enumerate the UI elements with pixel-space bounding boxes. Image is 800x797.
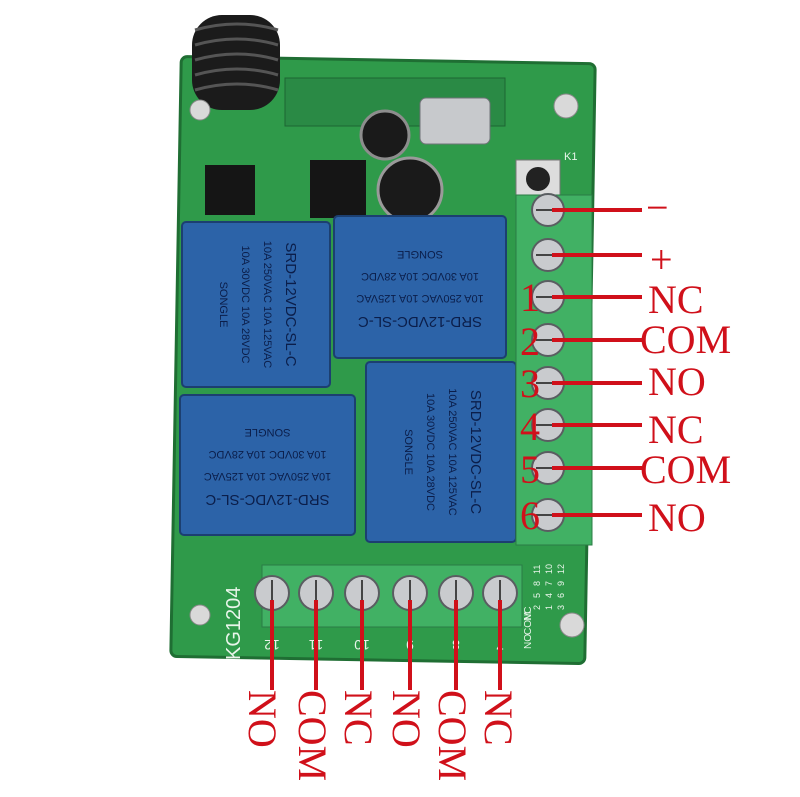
terminal-label-nc: NC <box>336 690 381 746</box>
relay-channel-number: 3 <box>520 361 540 406</box>
relay-rating-text: 10A 30VDC 10A 28VDC <box>208 448 326 460</box>
relay-channel-number: 5 <box>520 447 540 492</box>
antenna-coil <box>192 15 280 110</box>
relay-channel-number: 4 <box>520 404 540 449</box>
relay-4: SRD-12VDC-SL-C 10A 250VAC 10A 125VAC 10A 3… <box>365 361 517 543</box>
relay-rating-text: 10A 250VAC 10A 125VAC <box>356 292 483 304</box>
legend-cell: 5 <box>532 593 542 598</box>
relay-rating-text: 10A 250VAC 10A 125VAC <box>261 241 273 368</box>
terminal-label-nc: NC <box>648 407 704 452</box>
relay-1: SRD-12VDC-SL-C 10A 250VAC 10A 125VAC 10A 3… <box>181 221 331 388</box>
capacitor-small <box>359 109 411 161</box>
terminal-label-nc: NC <box>476 690 521 746</box>
crystal <box>419 97 491 145</box>
legend-cell: 7 <box>544 581 554 586</box>
legend-row-label: NC <box>523 607 534 621</box>
relay-channel-number: 1 <box>520 275 540 320</box>
terminal-label-no: NO <box>648 359 706 404</box>
board-model-silk: KG1204 <box>223 587 245 660</box>
relay-model-text: SRD-12VDC-SL-C <box>205 491 329 508</box>
legend-row-label: NO <box>523 634 534 649</box>
terminal-label-minus: − <box>646 185 669 230</box>
relay-model-text: SRD-12VDC-SL-C <box>282 242 299 366</box>
legend-cell: 8 <box>532 581 542 586</box>
terminal-label-com: COM <box>290 690 335 782</box>
relay-rating-text: 10A 30VDC 10A 28VDC <box>239 245 251 363</box>
legend-cell: 6 <box>556 593 566 598</box>
button-silk-label: K1 <box>564 151 577 163</box>
legend-cell: 3 <box>556 605 566 610</box>
relay-2: SRD-12VDC-SL-C 10A 250VAC 10A 125VAC 10A 3… <box>333 215 507 359</box>
legend-cell: 10 <box>544 564 554 574</box>
mounting-hole-tl <box>189 99 211 121</box>
mounting-hole-bl <box>189 604 211 626</box>
relay-brand-text: SONGLE <box>402 429 414 475</box>
legend-cell: 11 <box>532 565 542 574</box>
relay-model-text: SRD-12VDC-SL-C <box>467 390 484 514</box>
terminal-label-com: COM <box>640 317 732 362</box>
terminal-label-no: NO <box>648 495 706 540</box>
capacitor-large <box>376 156 444 224</box>
legend-row-label: COM <box>523 612 534 635</box>
relay-rating-text: 10A 250VAC 10A 125VAC <box>446 388 458 515</box>
ic-chip-left <box>205 165 255 215</box>
relay-brand-text: SONGLE <box>217 282 229 328</box>
legend-cell: 2 <box>532 605 542 610</box>
relay-3: SRD-12VDC-SL-C 10A 250VAC 10A 125VAC 10A 3… <box>179 394 356 536</box>
relay-brand-text: SONGLE <box>245 426 291 438</box>
legend-cell: 12 <box>556 564 566 574</box>
ic-chip-center <box>310 160 366 218</box>
terminal-label-com: COM <box>640 447 732 492</box>
relay-rating-text: 10A 30VDC 10A 28VDC <box>424 393 436 511</box>
relay-channel-number: 6 <box>520 493 540 538</box>
terminal-label-no: NO <box>384 690 429 748</box>
terminal-label-no: NO <box>240 690 285 748</box>
legend-cell: 1 <box>544 605 554 610</box>
legend-cell: 4 <box>544 593 554 598</box>
relay-model-text: SRD-12VDC-SL-C <box>358 313 482 330</box>
terminal-label-nc: NC <box>648 277 704 322</box>
relay-brand-text: SONGLE <box>397 248 443 260</box>
terminal-label-plus: + <box>650 237 673 282</box>
relay-rating-text: 10A 250VAC 10A 125VAC <box>204 470 331 482</box>
relay-rating-text: 10A 30VDC 10A 28VDC <box>361 270 479 282</box>
terminal-label-com: COM <box>430 690 475 782</box>
mounting-hole-br <box>559 612 585 638</box>
legend-cell: 9 <box>556 581 566 586</box>
mounting-hole-tr <box>553 93 579 119</box>
relay-channel-number: 2 <box>520 319 540 364</box>
